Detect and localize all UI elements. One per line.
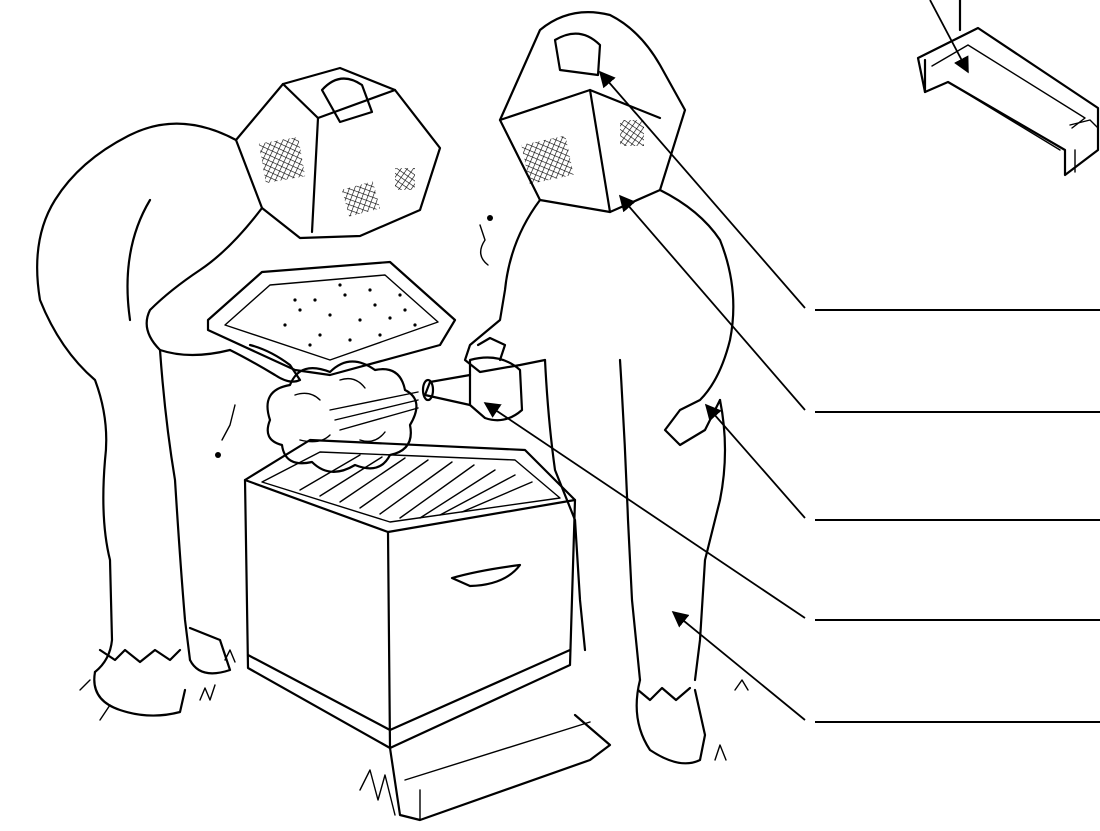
label-blanks — [815, 310, 1100, 722]
smoke-cloud — [215, 215, 493, 472]
leader-hood — [600, 72, 805, 308]
beehive — [245, 440, 610, 820]
right-beekeeper — [423, 12, 733, 763]
leaders — [485, 0, 968, 720]
leader-bee-suit — [673, 612, 805, 720]
hive-stand-inset — [918, 0, 1098, 175]
left-beekeeper — [37, 68, 440, 720]
leader-smoker — [485, 403, 805, 618]
grass — [200, 650, 748, 760]
leader-veil — [620, 196, 805, 410]
